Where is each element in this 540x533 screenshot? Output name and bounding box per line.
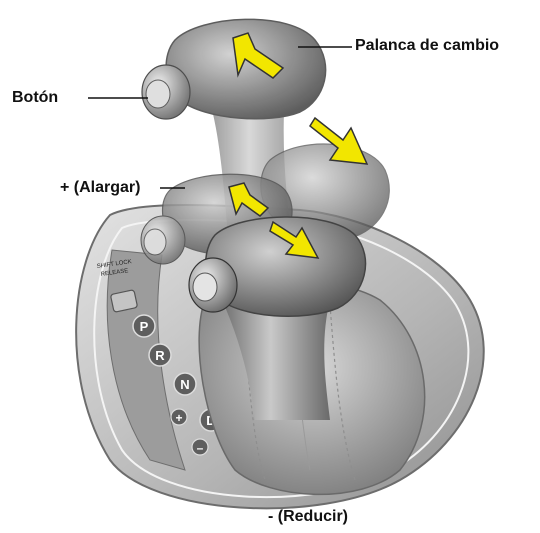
gear-r: R: [155, 348, 165, 363]
manual-minus: –: [197, 441, 204, 455]
label-button: Botón: [12, 89, 58, 107]
manual-plus: +: [175, 411, 182, 425]
label-minus-downshift: - (Reducir): [268, 508, 348, 526]
gear-n: N: [180, 377, 189, 392]
label-shift-lever: Palanca de cambio: [355, 37, 499, 55]
label-plus-upshift: + (Alargar): [60, 179, 140, 197]
gear-p: P: [140, 319, 149, 334]
